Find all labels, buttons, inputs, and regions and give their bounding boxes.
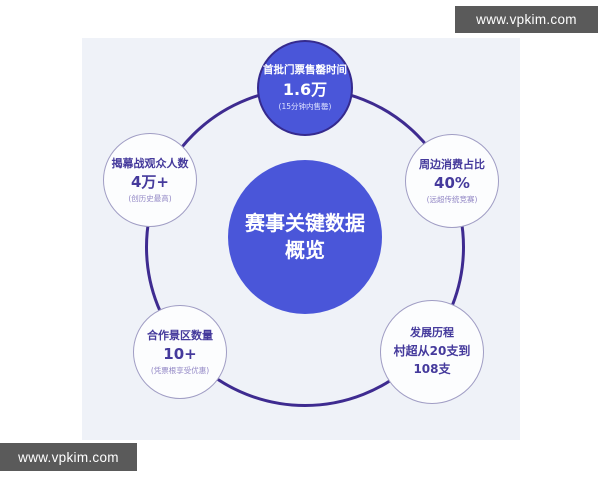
node-title: 首批门票售罄时间 <box>263 64 347 77</box>
node-title: 周边消费占比 <box>419 157 485 171</box>
node-development-history: 发展历程 村超从20支到 108支 <box>380 300 484 404</box>
center-circle: 赛事关键数据 概览 <box>228 160 382 314</box>
watermark-bottom-left: www.vpkim.com <box>0 443 137 471</box>
center-title: 赛事关键数据 概览 <box>245 211 365 262</box>
node-consumption-ratio: 周边消费占比 40% (远超传统竞赛) <box>405 134 499 228</box>
node-value: 10+ <box>163 345 197 364</box>
watermark-text: www.vpkim.com <box>476 12 577 27</box>
node-note: (创历史最高) <box>128 194 172 204</box>
node-ticket-soldout-time: 首批门票售罄时间 1.6万 (15分钟内售罄) <box>257 40 353 136</box>
node-title: 发展历程 <box>410 325 454 339</box>
node-value: 村超从20支到 108支 <box>393 344 471 376</box>
node-scenic-partners: 合作景区数量 10+ (凭票根享受优惠) <box>133 305 227 399</box>
node-title: 揭幕战观众人数 <box>111 156 189 170</box>
node-value: 4万+ <box>130 173 169 192</box>
node-value: 40% <box>434 174 470 193</box>
node-note: (凭票根享受优惠) <box>150 366 210 376</box>
node-opening-audience: 揭幕战观众人数 4万+ (创历史最高) <box>103 133 197 227</box>
node-title: 合作景区数量 <box>147 328 213 342</box>
watermark-top-right: www.vpkim.com <box>455 6 598 33</box>
watermark-text: www.vpkim.com <box>18 449 119 465</box>
node-note: (15分钟内售罄) <box>278 102 332 112</box>
node-value: 1.6万 <box>282 80 328 100</box>
node-note: (远超传统竞赛) <box>426 195 478 205</box>
